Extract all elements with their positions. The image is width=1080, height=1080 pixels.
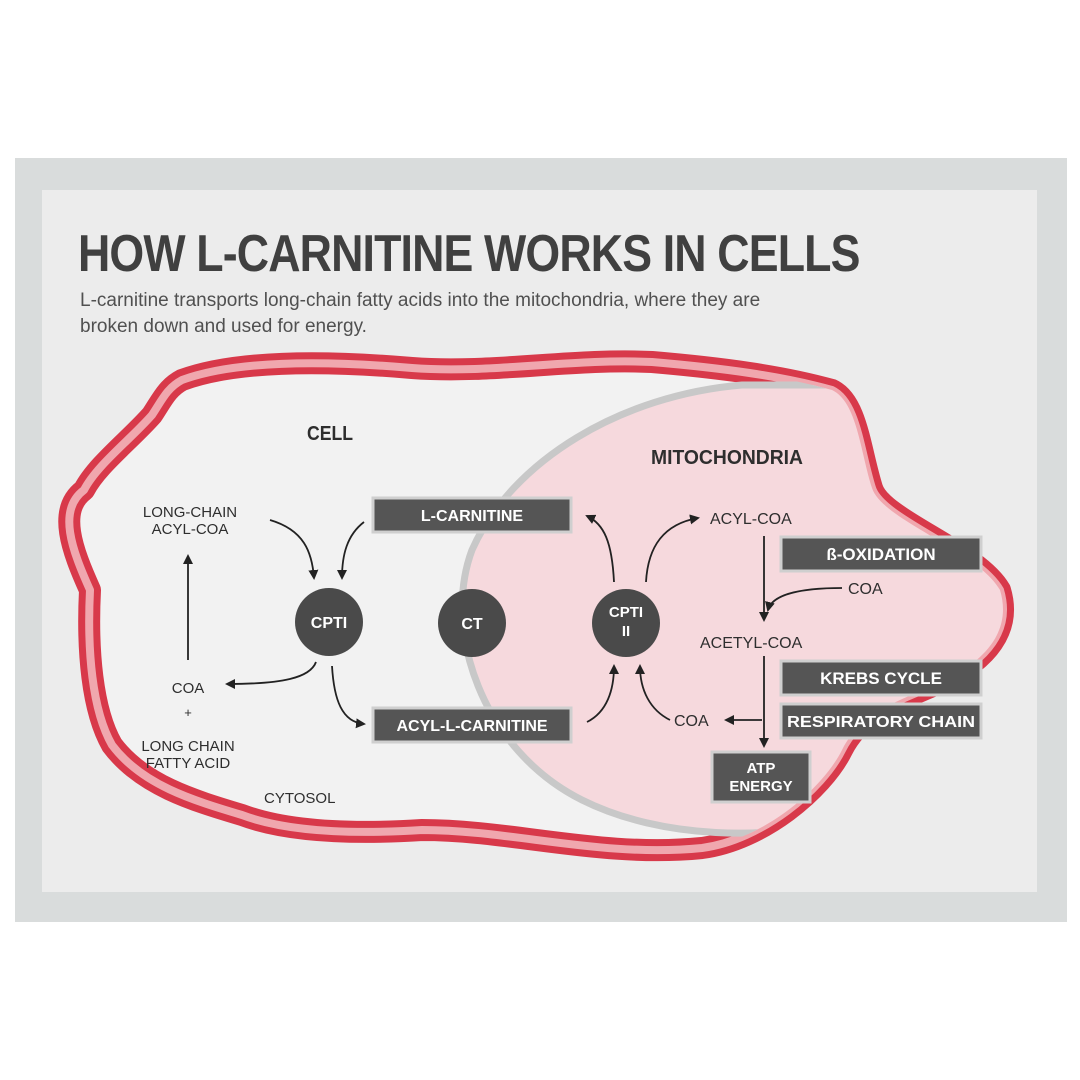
- arrow-coa-to-cpt2: [635, 664, 671, 721]
- box-energy-label: ENERGY: [729, 778, 792, 795]
- enzyme-cpt1-label: CPTI: [311, 615, 347, 632]
- enzyme-cpt2-label-1: CPTI: [609, 604, 643, 621]
- cell-diagram: CELL MITOCHONDRIA CYTOSOL LONG-CHAIN ACY…: [58, 350, 1014, 862]
- box-beta-oxidation: ß-OXIDATION: [779, 535, 983, 573]
- label-long-chain-fatty-acid-1: LONG CHAIN: [141, 738, 234, 755]
- label-long-chain-acyl-coa-1: LONG-CHAIN: [143, 504, 237, 521]
- label-cytosol: CYTOSOL: [264, 790, 335, 807]
- arrow-cpt2-to-acyl-coa: [645, 514, 700, 583]
- box-krebs-cycle: KREBS CYCLE: [779, 659, 983, 697]
- box-atp-label: ATP: [747, 760, 776, 777]
- arrow-cpt1-to-coa: [225, 661, 317, 689]
- enzyme-cpt2-label-2: II: [622, 623, 630, 640]
- label-long-chain-acyl-coa-2: ACYL-COA: [152, 521, 229, 538]
- box-acyl-l-carnitine-label: ACYL-L-CARNITINE: [396, 718, 547, 735]
- box-respiratory-chain: RESPIRATORY CHAIN: [779, 702, 983, 740]
- box-atp-energy: ATP ENERGY: [710, 750, 812, 804]
- page-title: HOW L-CARNITINE WORKS IN CELLS: [78, 225, 860, 283]
- arrow-long-chain-acyl-coa-to-cpt1: [269, 519, 319, 580]
- label-cell: CELL: [307, 423, 353, 445]
- enzyme-ct: CT: [438, 589, 506, 657]
- arrow-cpt2-to-l-carnitine: [585, 514, 615, 583]
- label-long-chain-fatty-acid-2: FATTY ACID: [146, 755, 231, 772]
- box-acyl-l-carnitine: ACYL-L-CARNITINE: [371, 706, 573, 744]
- arrow-acyl-l-carnitine-to-cpt2: [586, 664, 619, 723]
- box-respiratory-chain-label: RESPIRATORY CHAIN: [787, 714, 975, 731]
- label-acyl-coa: ACYL-COA: [710, 511, 792, 528]
- arrow-cpt1-to-acyl-l-carnitine: [331, 665, 366, 729]
- arrow-l-carnitine-to-cpt1: [337, 521, 365, 580]
- box-l-carnitine: L-CARNITINE: [371, 496, 573, 534]
- box-krebs-cycle-label: KREBS CYCLE: [820, 669, 942, 688]
- label-plus: +: [184, 705, 192, 720]
- label-coa-left: COA: [172, 680, 205, 697]
- enzyme-ct-label: CT: [461, 616, 483, 633]
- enzyme-cpt1: CPTI: [295, 588, 363, 656]
- enzyme-cpt2: CPTI II: [592, 589, 660, 657]
- arrow-coa-into-beta-oxidation: [765, 587, 843, 612]
- page-subtitle: L-carnitine transports long-chain fatty …: [80, 290, 761, 337]
- label-coa-right-bottom: COA: [674, 713, 709, 730]
- box-beta-oxidation-label: ß-OXIDATION: [826, 545, 935, 564]
- label-acetyl-coa: ACETYL-COA: [700, 635, 803, 652]
- infographic-panel: HOW L-CARNITINE WORKS IN CELLS L-carniti…: [42, 190, 1037, 892]
- label-mitochondria: MITOCHONDRIA: [651, 447, 803, 469]
- box-l-carnitine-label: L-CARNITINE: [421, 508, 524, 525]
- label-coa-right-top: COA: [848, 581, 883, 598]
